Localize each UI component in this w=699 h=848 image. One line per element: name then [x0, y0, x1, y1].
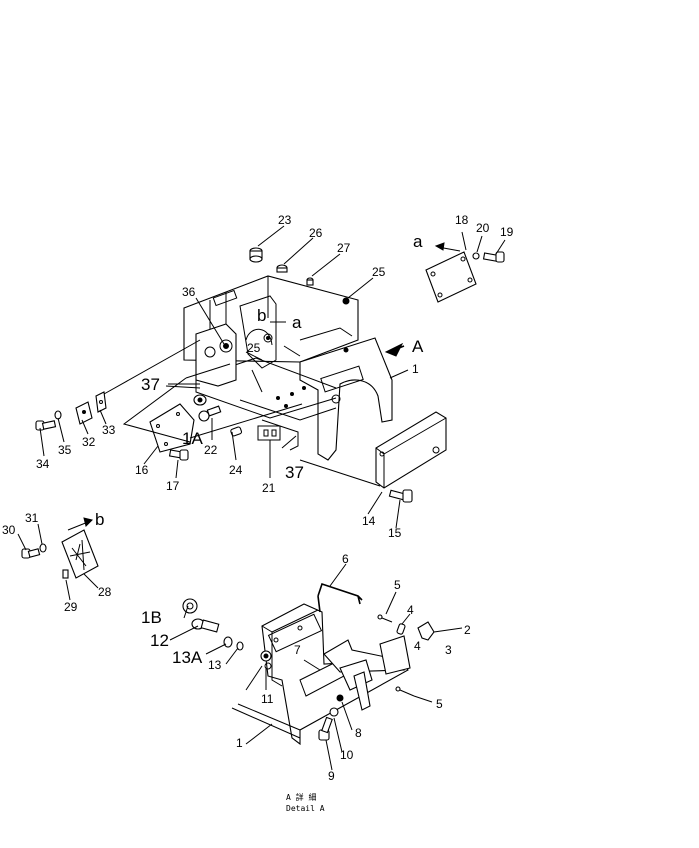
label-33: 33 [102, 423, 116, 437]
washer-1b [182, 598, 198, 614]
detail-a [169, 563, 463, 771]
washer-31 [39, 543, 47, 553]
detail-part-labels: 6 5 4 2 4 3 5 1B 12 13A 13 7 11 8 10 9 1… [141, 552, 471, 813]
cap-23 [249, 247, 263, 263]
label-30: 30 [2, 523, 16, 537]
label-d12: 12 [150, 631, 169, 650]
label-b-plate: b [95, 510, 104, 529]
label-24: 24 [229, 463, 243, 477]
label-21: 21 [262, 481, 276, 495]
label-37-right: 37 [285, 463, 304, 482]
label-27: 27 [337, 241, 351, 255]
label-35: 35 [58, 443, 72, 457]
plug-27 [306, 277, 314, 286]
pin-5-bottom [395, 686, 415, 697]
washer-35 [54, 410, 62, 420]
label-d3: 3 [445, 643, 452, 657]
label-22: 22 [204, 443, 218, 457]
label-d5-bottom: 5 [436, 697, 443, 711]
label-d6: 6 [342, 552, 349, 566]
label-d10: 10 [340, 748, 354, 762]
label-18: 18 [455, 213, 469, 227]
upper-part-labels: 23 26 27 25 36 25 b a A 1 18 20 19 a 37 … [2, 213, 514, 614]
label-d4-bottom: 4 [414, 639, 421, 653]
label-1a: 1A [182, 429, 203, 448]
label-d8: 8 [355, 726, 362, 740]
bracket-33 [95, 391, 107, 413]
bolt-15 [388, 489, 413, 503]
label-31: 31 [25, 511, 39, 525]
label-37-left: 37 [141, 375, 160, 394]
plate-28 [61, 529, 99, 579]
washer-10 [329, 707, 339, 717]
washer-8 [336, 694, 344, 702]
label-d7: 7 [294, 643, 301, 657]
bolt-19 [482, 251, 505, 263]
label-15: 15 [388, 526, 402, 540]
label-26: 26 [309, 226, 323, 240]
label-36: 36 [182, 285, 196, 299]
bolt-22 [198, 405, 222, 422]
upper-assembly [17, 225, 506, 601]
plug-24 [230, 426, 243, 437]
label-25-top: 25 [372, 265, 386, 279]
plug-26 [276, 264, 288, 273]
bolt-9 [318, 716, 333, 741]
block-2 [417, 621, 435, 641]
pin-5-top [377, 614, 393, 623]
caption-jp: A 詳 細 [286, 792, 316, 802]
caption-en: Detail A [286, 804, 325, 813]
label-d11: 11 [261, 692, 274, 706]
label-20: 20 [476, 221, 490, 235]
label-34: 34 [36, 457, 50, 471]
washer-13 [236, 641, 244, 651]
bracket-32 [75, 401, 93, 425]
label-d1: 1 [236, 736, 243, 750]
bolt-34 [35, 420, 57, 431]
label-19: 19 [500, 225, 514, 239]
label-16: 16 [135, 463, 149, 477]
label-b-main: b [257, 306, 266, 325]
bolt-30 [21, 548, 41, 559]
washer-1a [193, 394, 207, 406]
main-frame [183, 275, 393, 461]
label-d1b: 1B [141, 608, 162, 627]
label-a-main: a [292, 313, 302, 332]
label-32: 32 [82, 435, 96, 449]
label-29: 29 [64, 600, 78, 614]
label-25-mid: 25 [247, 341, 261, 355]
label-d13a: 13A [172, 648, 203, 667]
plug-25-top [342, 297, 350, 305]
lever-6 [317, 582, 363, 613]
clip-29 [62, 569, 69, 579]
arm-7 [323, 635, 411, 711]
label-d2: 2 [464, 623, 471, 637]
bolt-17 [168, 449, 189, 461]
label-d5-top: 5 [394, 578, 401, 592]
cover-plate [425, 251, 477, 303]
bolt-12 [191, 618, 220, 633]
detail-frame [231, 603, 409, 746]
label-28: 28 [98, 585, 112, 599]
view-marker-a: A [412, 337, 424, 356]
pin-4-top [396, 623, 406, 635]
spring-11 [260, 650, 272, 670]
washer-13a [223, 636, 233, 648]
label-d4-top: 4 [407, 603, 414, 617]
label-1: 1 [412, 362, 419, 376]
label-23: 23 [278, 213, 292, 227]
side-cover [375, 411, 447, 489]
label-14: 14 [362, 514, 376, 528]
washer-20 [472, 252, 480, 260]
label-a-cover: a [413, 232, 423, 251]
label-d9: 9 [328, 769, 335, 783]
label-17: 17 [166, 479, 180, 493]
label-d13: 13 [208, 658, 222, 672]
